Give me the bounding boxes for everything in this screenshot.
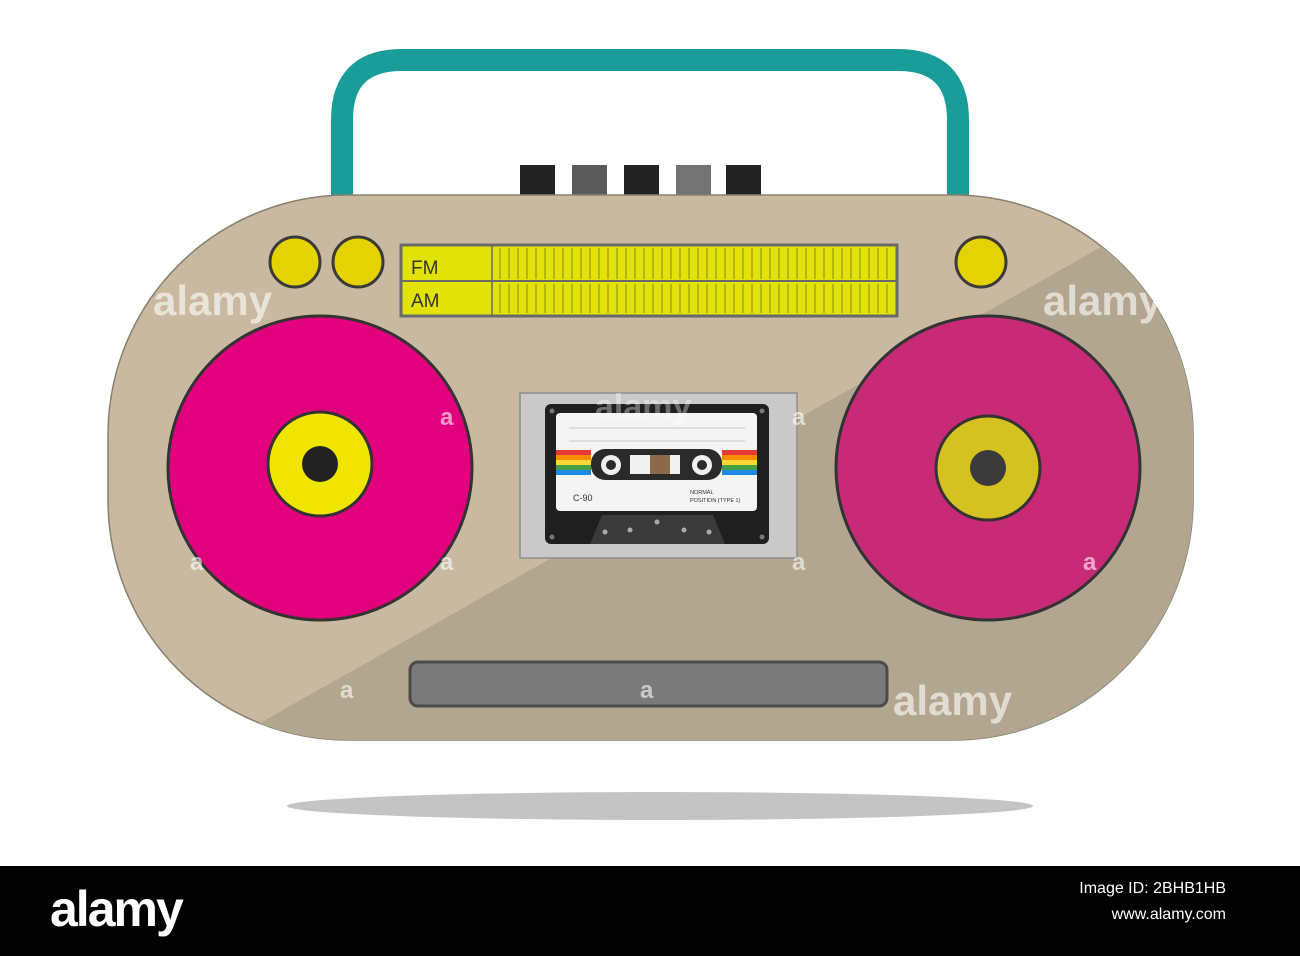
footer-url: www.alamy.com	[1111, 906, 1226, 923]
watermark-mark: a	[440, 549, 454, 576]
watermark-top-left: alamy	[153, 277, 273, 324]
watermark-top-right: alamy	[1043, 277, 1163, 324]
knob-left-1[interactable]	[268, 235, 322, 289]
cassette-type-label: C-90	[573, 493, 593, 503]
speaker-left	[166, 314, 474, 622]
cassette-tape	[545, 404, 769, 544]
cassette-position-line1: NORMAL	[690, 490, 714, 496]
watermark-mark: a	[640, 677, 654, 704]
cassette-position-line2: POSITION (TYPE 1)	[690, 498, 741, 504]
floor-shadow	[287, 792, 1033, 820]
carry-handle[interactable]	[331, 49, 969, 216]
boombox-illustration: FM AM	[107, 49, 1194, 820]
watermark-mark: a	[340, 677, 354, 704]
speaker-right	[834, 314, 1142, 622]
band-label-am: AM	[411, 291, 440, 312]
watermark-mark: a	[792, 549, 806, 576]
bottom-grille-bar	[408, 660, 889, 708]
stock-footer-bar: alamy Image ID: 2BHB1HB www.alamy.com	[0, 866, 1300, 956]
watermark-mark: a	[190, 549, 204, 576]
footer-image-id: Image ID: 2BHB1HB	[1079, 880, 1226, 897]
footer-logo: alamy	[50, 881, 184, 937]
watermark-mark: a	[440, 404, 454, 431]
watermark-mark: a	[1083, 549, 1097, 576]
knob-right[interactable]	[954, 235, 1008, 289]
watermark-bottom-right: alamy	[893, 677, 1013, 724]
boombox-svg: FM AM	[107, 49, 1194, 820]
knob-left-2[interactable]	[331, 235, 385, 289]
tuner-dial[interactable]	[399, 243, 899, 318]
watermark-mark: a	[792, 404, 806, 431]
band-label-fm: FM	[411, 258, 438, 279]
watermark-center: alamy	[595, 388, 691, 426]
